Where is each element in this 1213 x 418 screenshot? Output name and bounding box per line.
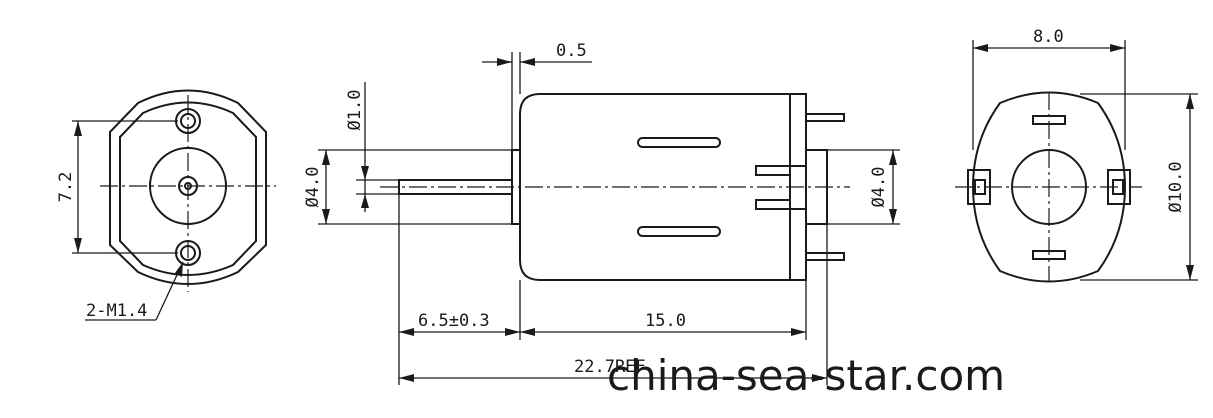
dim-body-dia — [1080, 93, 1198, 281]
body-length-label: 15.0 — [645, 311, 686, 331]
dim-shaft-dia — [356, 82, 399, 212]
body-dia-label: Ø10.0 — [1166, 161, 1186, 212]
bushing-dia-left-label: Ø4.0 — [303, 167, 323, 208]
shaft-dia-label: Ø1.0 — [345, 90, 365, 131]
dim-lengths — [398, 194, 828, 385]
mount-holes-label: 2-M1.4 — [86, 301, 147, 321]
dim-shaft-step — [482, 52, 592, 150]
end-width-label: 8.0 — [1033, 27, 1064, 47]
shaft-step-label: 0.5 — [556, 41, 587, 61]
watermark-text: china-sea-star.com — [607, 351, 1005, 400]
front-end-view — [72, 89, 276, 321]
overall-length-label: 22.7REF — [574, 357, 646, 377]
hole-spacing-label: 7.2 — [56, 172, 76, 203]
dim-bushing-left — [318, 149, 512, 225]
shaft-length-label: 6.5±0.3 — [418, 311, 490, 331]
dim-bushing-right — [827, 149, 900, 225]
dim-end-width — [972, 40, 1126, 150]
rear-end-view — [955, 91, 1142, 283]
side-view — [380, 93, 850, 281]
bushing-dia-right-label: Ø4.0 — [869, 167, 889, 208]
